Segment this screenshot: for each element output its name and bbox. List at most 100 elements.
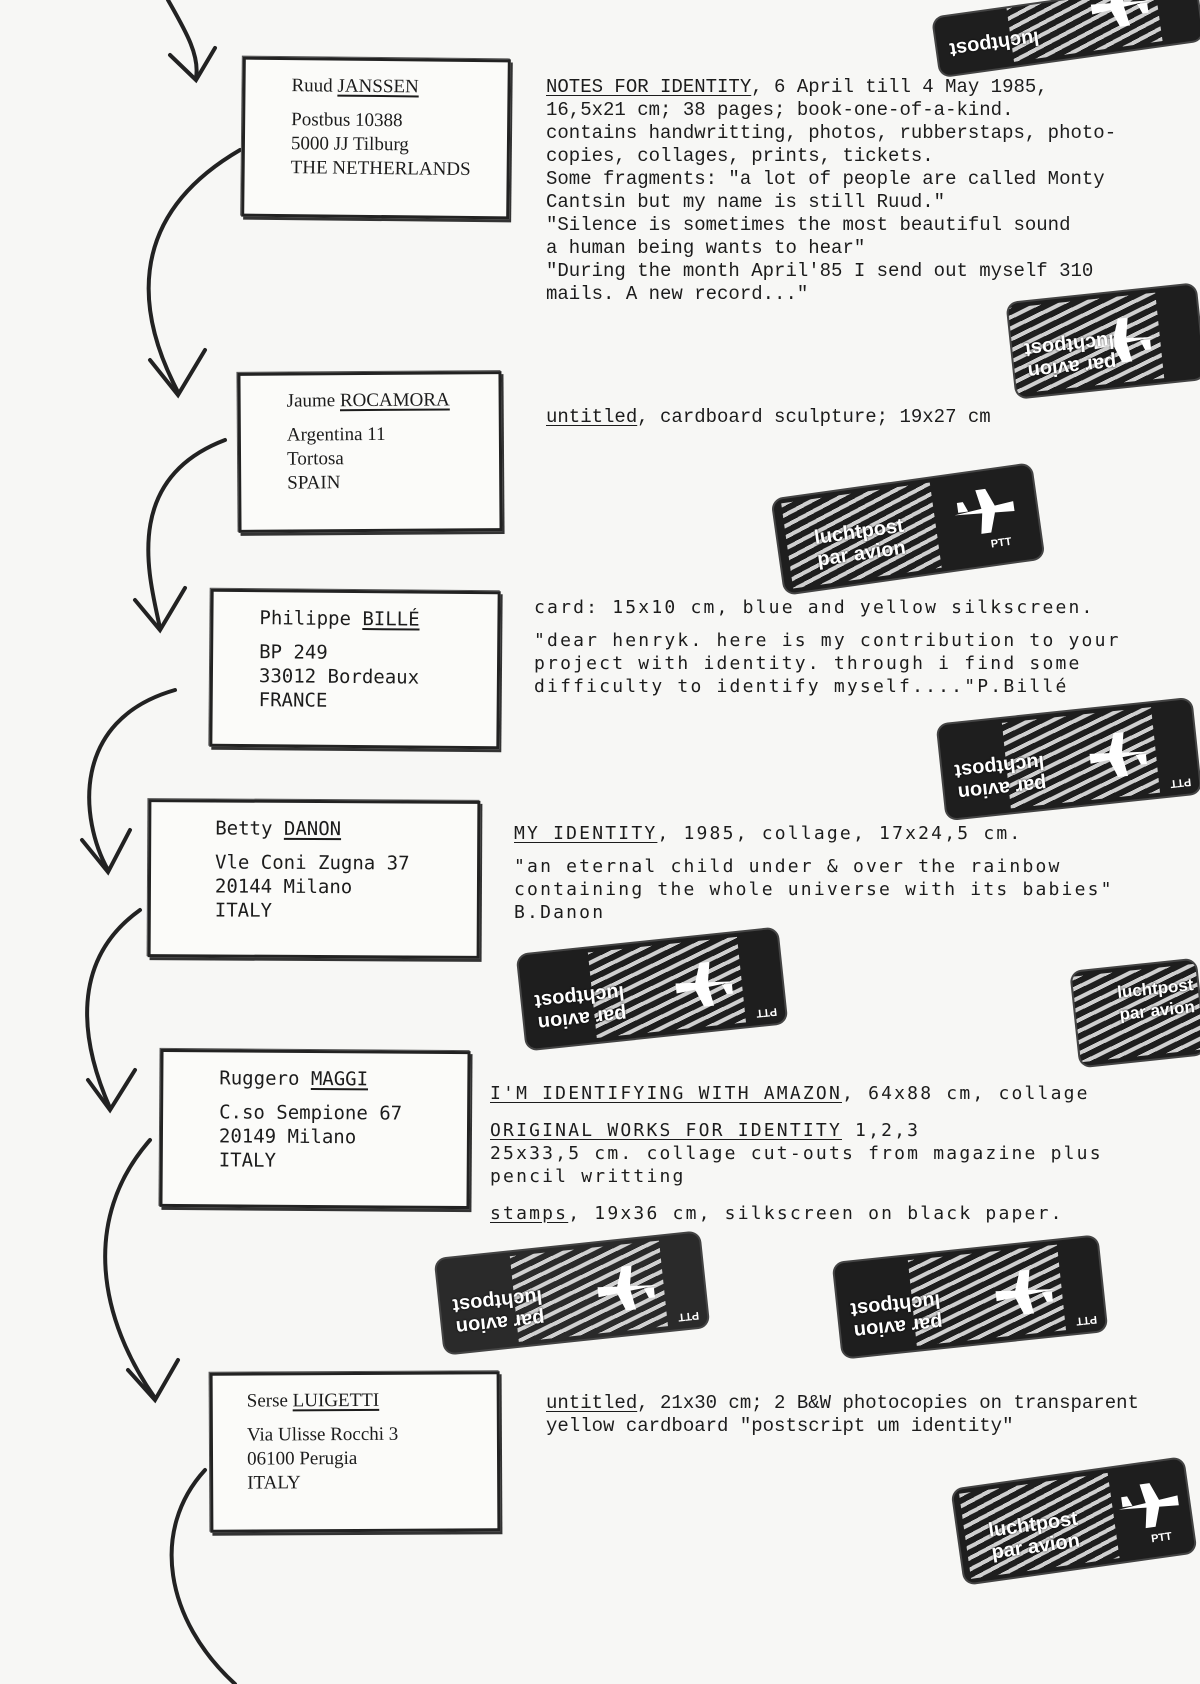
airplane-icon — [1118, 1483, 1179, 1529]
address-line: 06100 Perugia — [246, 1447, 358, 1470]
address-line: SPAIN — [287, 472, 341, 494]
work-description: MY IDENTITY, 1985, collage, 17x24,5 cm. — [514, 822, 1184, 845]
stamp-badge: PTT — [755, 1005, 778, 1020]
stamp-badge: PTT — [1150, 1530, 1173, 1546]
address-line: THE NETHERLANDS — [290, 157, 471, 180]
arrow-curve-1 — [166, 0, 199, 80]
work-details: , cardboard sculpture; 19x27 cm — [637, 406, 991, 428]
entry-text-rocamora: untitled, cardboard sculpture; 19x27 cm — [546, 406, 1156, 435]
stamp-badge: PTT — [990, 535, 1013, 551]
address-line: 33012 Bordeaux — [258, 665, 420, 689]
sender-name: Ruggero MAGGI — [219, 1066, 451, 1092]
address-line: 20149 Milano — [218, 1125, 357, 1149]
address-line: C.so Sempione 67 — [219, 1101, 403, 1125]
work-description: stamps, 19x36 cm, silkscreen on black pa… — [490, 1202, 1180, 1225]
text-line: 25x33,5 cm. collage cut-outs from magazi… — [490, 1143, 1103, 1164]
airplane-icon — [597, 1265, 658, 1311]
arrow-head-5 — [86, 1068, 137, 1114]
surname: MAGGI — [310, 1067, 369, 1091]
first-name: Betty — [215, 817, 273, 840]
text-line: yellow cardboard "postscript um identity… — [546, 1415, 1014, 1437]
work-title: ORIGINAL WORKS FOR IDENTITY — [490, 1120, 842, 1141]
address-line: ITALY — [218, 1149, 277, 1172]
work-quote: "an eternal child under & over the rainb… — [514, 855, 1184, 924]
text-line: containing the whole universe with its b… — [514, 879, 1114, 900]
work-title: I'M IDENTIFYING WITH AMAZON — [490, 1083, 842, 1104]
work-title: untitled — [546, 1392, 638, 1414]
address-box-luigetti: Serse LUIGETTI Via Ulisse Rocchi 3 06100… — [209, 1371, 501, 1533]
address-line: ITALY — [214, 899, 273, 922]
work-description: NOTES FOR IDENTITY, 6 April till 4 May 1… — [546, 76, 1156, 306]
text-line: 16,5x21 cm; 38 pages; book-one-of-a-kind… — [546, 99, 1014, 121]
work-details: 1,2,3 — [842, 1120, 921, 1141]
work-details: , 64x88 cm, collage — [842, 1083, 1090, 1104]
address-line: Vle Coni Zugna 37 — [215, 851, 410, 875]
sender-name: Ruud JANSSEN — [291, 74, 491, 100]
text-line: project with identity. through i find so… — [534, 653, 1082, 674]
arrow-curve-2 — [146, 148, 242, 394]
sender-name: Betty DANON — [215, 816, 461, 841]
work-details: , 1985, collage, 17x24,5 cm. — [657, 823, 1023, 844]
arrow-curve-5 — [85, 908, 142, 1110]
work-description: untitled, 21x30 cm; 2 B&W photocopies on… — [546, 1392, 1176, 1438]
address-box-rocamora: Jaume ROCAMORA Argentina 11 Tortosa SPAI… — [237, 371, 503, 533]
work-title: stamps — [490, 1203, 569, 1224]
work-description: card: 15x10 cm, blue and yellow silkscre… — [534, 596, 1174, 619]
first-name: Philippe — [259, 607, 352, 630]
address-line: ITALY — [247, 1472, 301, 1494]
work-details: , 21x30 cm; 2 B&W photocopies on transpa… — [637, 1392, 1139, 1414]
text-line: "an eternal child under & over the rainb… — [514, 856, 1062, 877]
work-details: , 19x36 cm, silkscreen on black paper. — [568, 1203, 1064, 1224]
work-details: card: 15x10 cm, blue and yellow silkscre… — [534, 597, 1095, 618]
entry-text-maggi: I'M IDENTIFYING WITH AMAZON, 64x88 cm, c… — [490, 1082, 1180, 1231]
address-box-janssen: Ruud JANSSEN Postbus 10388 5000 JJ Tilbu… — [241, 56, 511, 220]
entry-text-danon: MY IDENTITY, 1985, collage, 17x24,5 cm. … — [514, 822, 1184, 930]
surname: ROCAMORA — [339, 389, 450, 412]
text-line: difficulty to identify myself...."P.Bill… — [534, 676, 1069, 697]
surname: LUIGETTI — [292, 1389, 380, 1412]
text-line: B.Danon — [514, 902, 606, 923]
airplane-icon — [1089, 732, 1150, 777]
text-line: "dear henryk. here is my contribution to… — [534, 630, 1121, 651]
work-details: , 6 April till 4 May 1985, — [751, 76, 1048, 98]
airmail-stamp: luchtpost — [933, 0, 1200, 77]
arrow-head-4 — [80, 828, 132, 876]
sender-name: Philippe BILLÉ — [259, 606, 481, 632]
stamp-badge: PTT — [1075, 1312, 1098, 1327]
text-line: "Silence is sometimes the most beautiful… — [546, 214, 1071, 236]
address-line: Argentina 11 — [286, 423, 386, 446]
address-box-danon: Betty DANON Vle Coni Zugna 37 20144 Mila… — [147, 799, 481, 959]
airplane-icon — [1093, 317, 1154, 363]
first-name: Ruggero — [219, 1067, 300, 1090]
text-line: pencil writting — [490, 1166, 686, 1187]
entry-text-luigetti: untitled, 21x30 cm; 2 B&W photocopies on… — [546, 1392, 1176, 1444]
text-line: Cantsin but my name is still Ruud." — [546, 191, 946, 213]
stamp-badge: PTT — [677, 1308, 700, 1323]
address-line: BP 249 — [259, 641, 328, 664]
arrow-head-2 — [148, 348, 207, 399]
work-title: MY IDENTITY — [514, 823, 658, 844]
airplane-icon — [954, 488, 1015, 534]
first-name: Jaume — [286, 390, 336, 412]
work-description: untitled, cardboard sculpture; 19x27 cm — [546, 406, 1156, 429]
surname: BILLÉ — [362, 608, 420, 631]
entry-text-bille: card: 15x10 cm, blue and yellow silkscre… — [534, 596, 1174, 704]
text-line: a human being wants to hear" — [546, 237, 866, 259]
arrow-head-1 — [168, 46, 217, 84]
text-line: mails. A new record..." — [546, 283, 809, 305]
address-line: FRANCE — [258, 689, 328, 712]
work-quote: "dear henryk. here is my contribution to… — [534, 629, 1174, 698]
work-title: NOTES FOR IDENTITY — [546, 76, 752, 98]
airplane-icon — [995, 1269, 1056, 1315]
